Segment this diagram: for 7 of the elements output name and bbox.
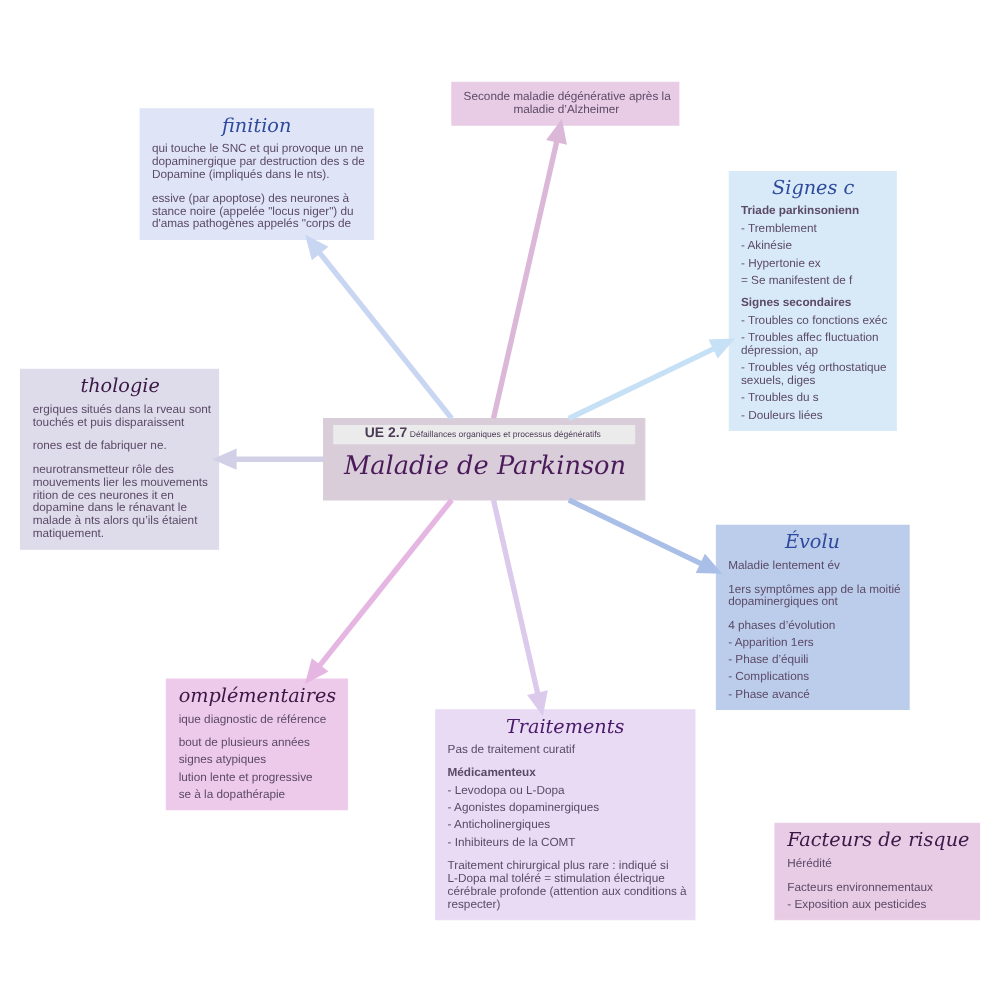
arrow [490, 117, 567, 419]
arrow [304, 497, 454, 683]
arrow [212, 447, 324, 469]
arrow [567, 337, 735, 420]
arrow [567, 496, 723, 573]
arrow [490, 498, 548, 716]
arrow [304, 233, 454, 420]
